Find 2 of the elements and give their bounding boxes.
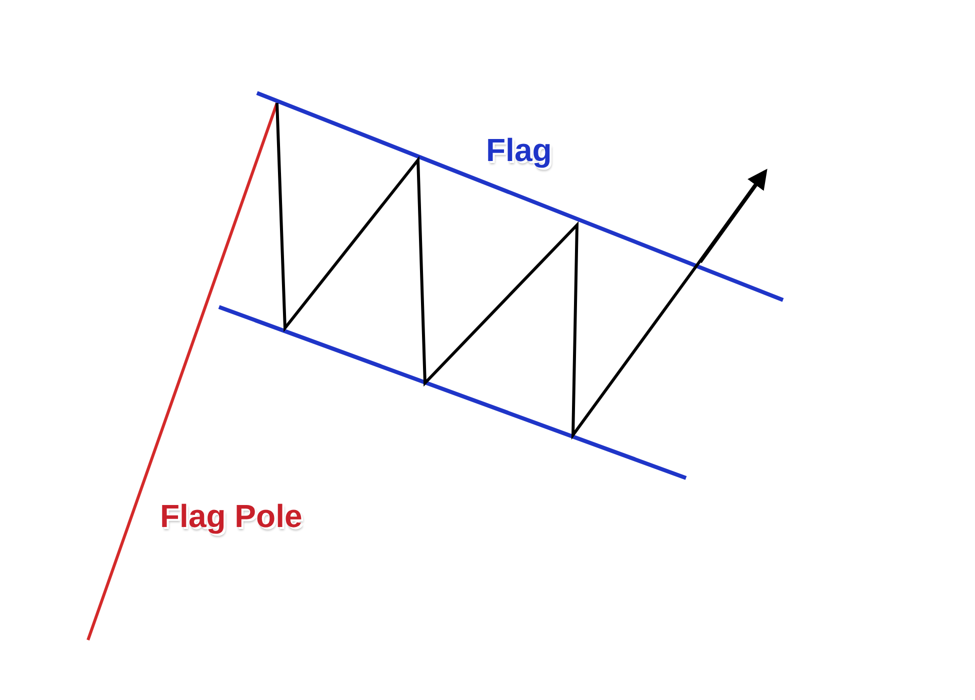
pattern-label: Flag [486,132,552,169]
pole-label: Flag Pole [160,498,302,535]
